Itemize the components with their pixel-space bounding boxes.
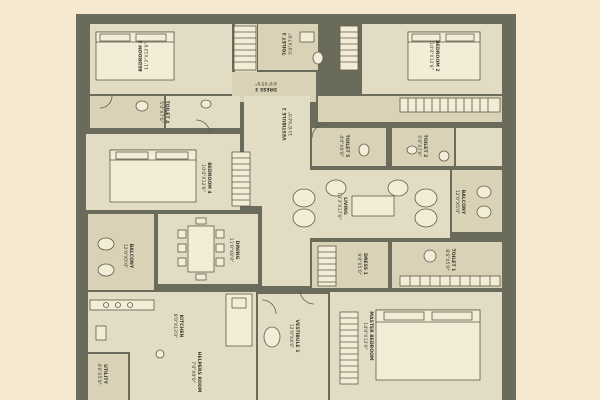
wardrobe-bedroom-4 [231, 151, 251, 207]
toilet-5-size: 4'0"X6'0" [338, 135, 344, 157]
utility-area [88, 354, 128, 400]
living-size: 13'3"X17'0" [336, 192, 342, 219]
balcony-1-size: 12'0"X5'0" [122, 244, 128, 269]
toilet-5-name: TOILET 5 [344, 135, 350, 158]
vestibule-2-size: 11'6"X4'0" [288, 112, 294, 137]
dress-1-size: 9'0"X5'0" [356, 253, 362, 275]
label-living: LIVING 13'3"X17'0" [336, 192, 348, 219]
bedroom-4-name: BEDROOM 4 [206, 162, 212, 193]
label-kitchen: KITCHEN 8'0"X13'0" [172, 314, 184, 339]
balcony-1-name: BALCONY [128, 244, 134, 269]
label-dress-3: DRESS 3 6'6"X5'0" [255, 80, 277, 92]
bed-bedroom-4 [109, 149, 197, 203]
balcony-2-size: 12'0"X5'0" [454, 190, 460, 215]
vestibule-1-name: VESTIBULE 1 [294, 320, 300, 353]
bedroom-4-size: 10'0"X12'6" [200, 164, 206, 191]
toilet-3-area [258, 24, 318, 70]
helpers-room-name: HELPERS ROOM [196, 352, 202, 393]
dining-name: DINING [234, 241, 240, 260]
dining-table-set [177, 217, 225, 281]
kitchen-name: KITCHEN [178, 315, 184, 338]
toilet-4-name: TOILET 4 [164, 101, 170, 124]
wardrobe-toilet-1 [399, 275, 501, 287]
label-dining: DINING 11'0"X8'0" [228, 238, 240, 263]
utility-name: UTILITY [102, 364, 108, 384]
toilet-2-size: 5'0"X7'6" [416, 135, 422, 157]
label-helpers-room: HELPERS ROOM 7'0"X9'0" [190, 352, 202, 393]
utility-size: 4'6"X5'0" [96, 363, 102, 385]
label-toilet-5: TOILET 5 4'0"X6'0" [338, 135, 350, 158]
toilet-fixtures [95, 31, 450, 359]
label-toilet-3: TOILET 3 5'0"X7'6" [282, 33, 294, 56]
label-bedroom-2: BEDROOM 2 10'0"X12'6" [428, 40, 440, 71]
dining-size: 11'0"X8'0" [228, 238, 234, 263]
living-furniture [292, 179, 438, 228]
wardrobe-bedroom-2 [399, 97, 501, 113]
label-toilet-1: TOILET 1 8'6"X5'0" [444, 249, 456, 272]
bedroom-2-name: BEDROOM 2 [434, 40, 440, 71]
wardrobe-master [339, 311, 359, 385]
wardrobe-vertical-1 [233, 25, 257, 71]
toilet-1-size: 8'6"X5'0" [444, 249, 450, 271]
helpers-room-size: 7'0"X9'0" [190, 361, 196, 383]
door-swings [99, 95, 327, 315]
balcony-2-area [452, 170, 502, 232]
label-master-bedroom: MASTER BEDROOM 14'0"X13'0" [362, 311, 374, 361]
label-balcony-1: BALCONY 12'0"X5'0" [122, 244, 134, 269]
label-toilet-4: TOILET 4 5'0"X7'6" [158, 101, 170, 124]
toilet-5-area [312, 128, 386, 166]
master-bedroom-size: 14'0"X13'0" [362, 322, 368, 349]
vestibule-2-name: VESTIBULE 2 [282, 108, 288, 141]
label-bedroom-3: BEDROOM 3 11'3"X12'6" [138, 40, 150, 71]
balcony-2-name: BALCONY [460, 190, 466, 215]
toilet-4-size: 5'0"X7'6" [158, 101, 164, 123]
vestibule-1-size: 12'0"X4'6" [288, 324, 294, 349]
label-utility: UTILITY 4'6"X5'0" [96, 363, 108, 385]
kitchen-counter [89, 293, 253, 347]
label-vestibule-1: VESTIBULE 1 12'0"X4'6" [288, 320, 300, 353]
balcony-chairs [97, 185, 492, 277]
toilet-2-name: TOILET 2 [422, 135, 428, 158]
dress-3-name: DRESS 3 [255, 86, 277, 92]
helpers-room-area [130, 348, 256, 400]
toilet-1-name: TOILET 1 [450, 249, 456, 272]
label-dress-1: DRESS 1 9'0"X5'0" [356, 253, 368, 275]
balcony-1-area [88, 214, 154, 290]
label-balcony-2: BALCONY 12'0"X5'0" [454, 190, 466, 215]
bed-bedroom-3 [95, 31, 175, 81]
bedroom-3-size: 11'3"X12'6" [144, 42, 150, 69]
toilet-3-name: TOILET 3 [282, 33, 288, 56]
bed-master-bedroom [375, 309, 481, 381]
right-closet-area [456, 128, 502, 166]
master-bedroom-name: MASTER BEDROOM [368, 311, 374, 361]
bedroom-3-name: BEDROOM 3 [138, 40, 144, 71]
living-name: LIVING [342, 197, 348, 215]
kitchen-size: 8'0"X13'0" [172, 314, 178, 339]
wardrobe-dress-1 [317, 245, 337, 287]
label-vestibule-2: VESTIBULE 2 11'6"X4'0" [282, 108, 294, 141]
label-toilet-2: TOILET 2 5'0"X7'6" [416, 135, 428, 158]
dress-3-size: 6'6"X5'0" [255, 80, 277, 86]
label-bedroom-4: BEDROOM 4 10'0"X12'6" [200, 162, 212, 193]
wardrobe-vertical-2 [339, 25, 359, 71]
dress-1-name: DRESS 1 [362, 253, 368, 275]
bedroom-2-size: 10'0"X12'6" [428, 42, 434, 69]
bed-bedroom-2 [407, 31, 481, 81]
toilet-4-area [90, 96, 164, 128]
toilet-3-size: 5'0"X7'6" [288, 33, 294, 55]
